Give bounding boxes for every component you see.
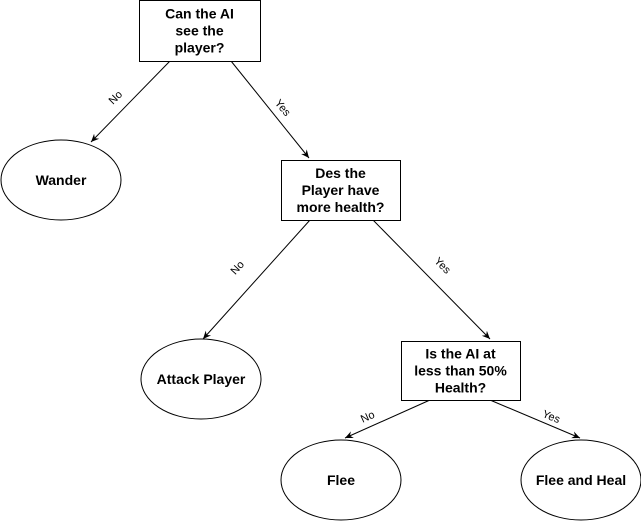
edge-label-no: No [359,409,377,426]
outcome-attack-player: Attack Player [140,338,262,420]
node-label-line: more health? [297,199,385,215]
edge-label-background [104,86,129,111]
node-label-line: Flee [327,472,355,488]
node-label-line: Attack Player [157,371,246,387]
edge-label-background [538,408,564,428]
decision-box [401,341,521,401]
outcome-flee: Flee [280,439,402,521]
node-label-line: Is the AI at [425,346,496,362]
outcome-ellipse [0,139,122,221]
edge-q_see-to-wander: No [90,60,171,143]
node-label-line: Player have [302,182,380,198]
edge-q_see-to-q_health: Yes [230,60,310,159]
edge-arrow [344,399,431,439]
edge-q_health-to-q_low: Yes [372,219,491,340]
node-label-line: Wander [36,172,87,188]
node-label-line: see the [175,23,223,39]
edge-label-background [355,408,381,429]
decision-box [139,0,261,62]
outcome-flee-and-heal: Flee and Heal [520,439,641,521]
edge-label-background [269,96,294,121]
edge-label-background [226,256,251,281]
outcome-ellipse [140,338,262,420]
node-label-line: Flee and Heal [536,472,626,488]
edge-arrow [372,219,491,340]
edge-arrow [489,399,581,439]
edge-arrow [230,60,310,159]
edge-label-background [429,254,454,279]
outcome-ellipse [520,439,641,521]
decision-box [281,160,401,221]
outcome-wander: Wander [0,139,122,221]
outcome-ellipse [280,439,402,521]
node-label-line: less than 50% [414,363,507,379]
node-label-line: Health? [435,380,486,396]
node-label-line: Can the AI [165,6,234,22]
edge-arrow [90,60,171,143]
edge-q_low-to-flee_heal: Yes [489,399,581,439]
node-label-line: player? [175,40,225,56]
edge-q_health-to-attack: No [202,219,311,340]
edge-q_low-to-flee: No [344,399,431,439]
node-label-line: Des the [315,165,366,181]
edge-arrow [202,219,311,340]
